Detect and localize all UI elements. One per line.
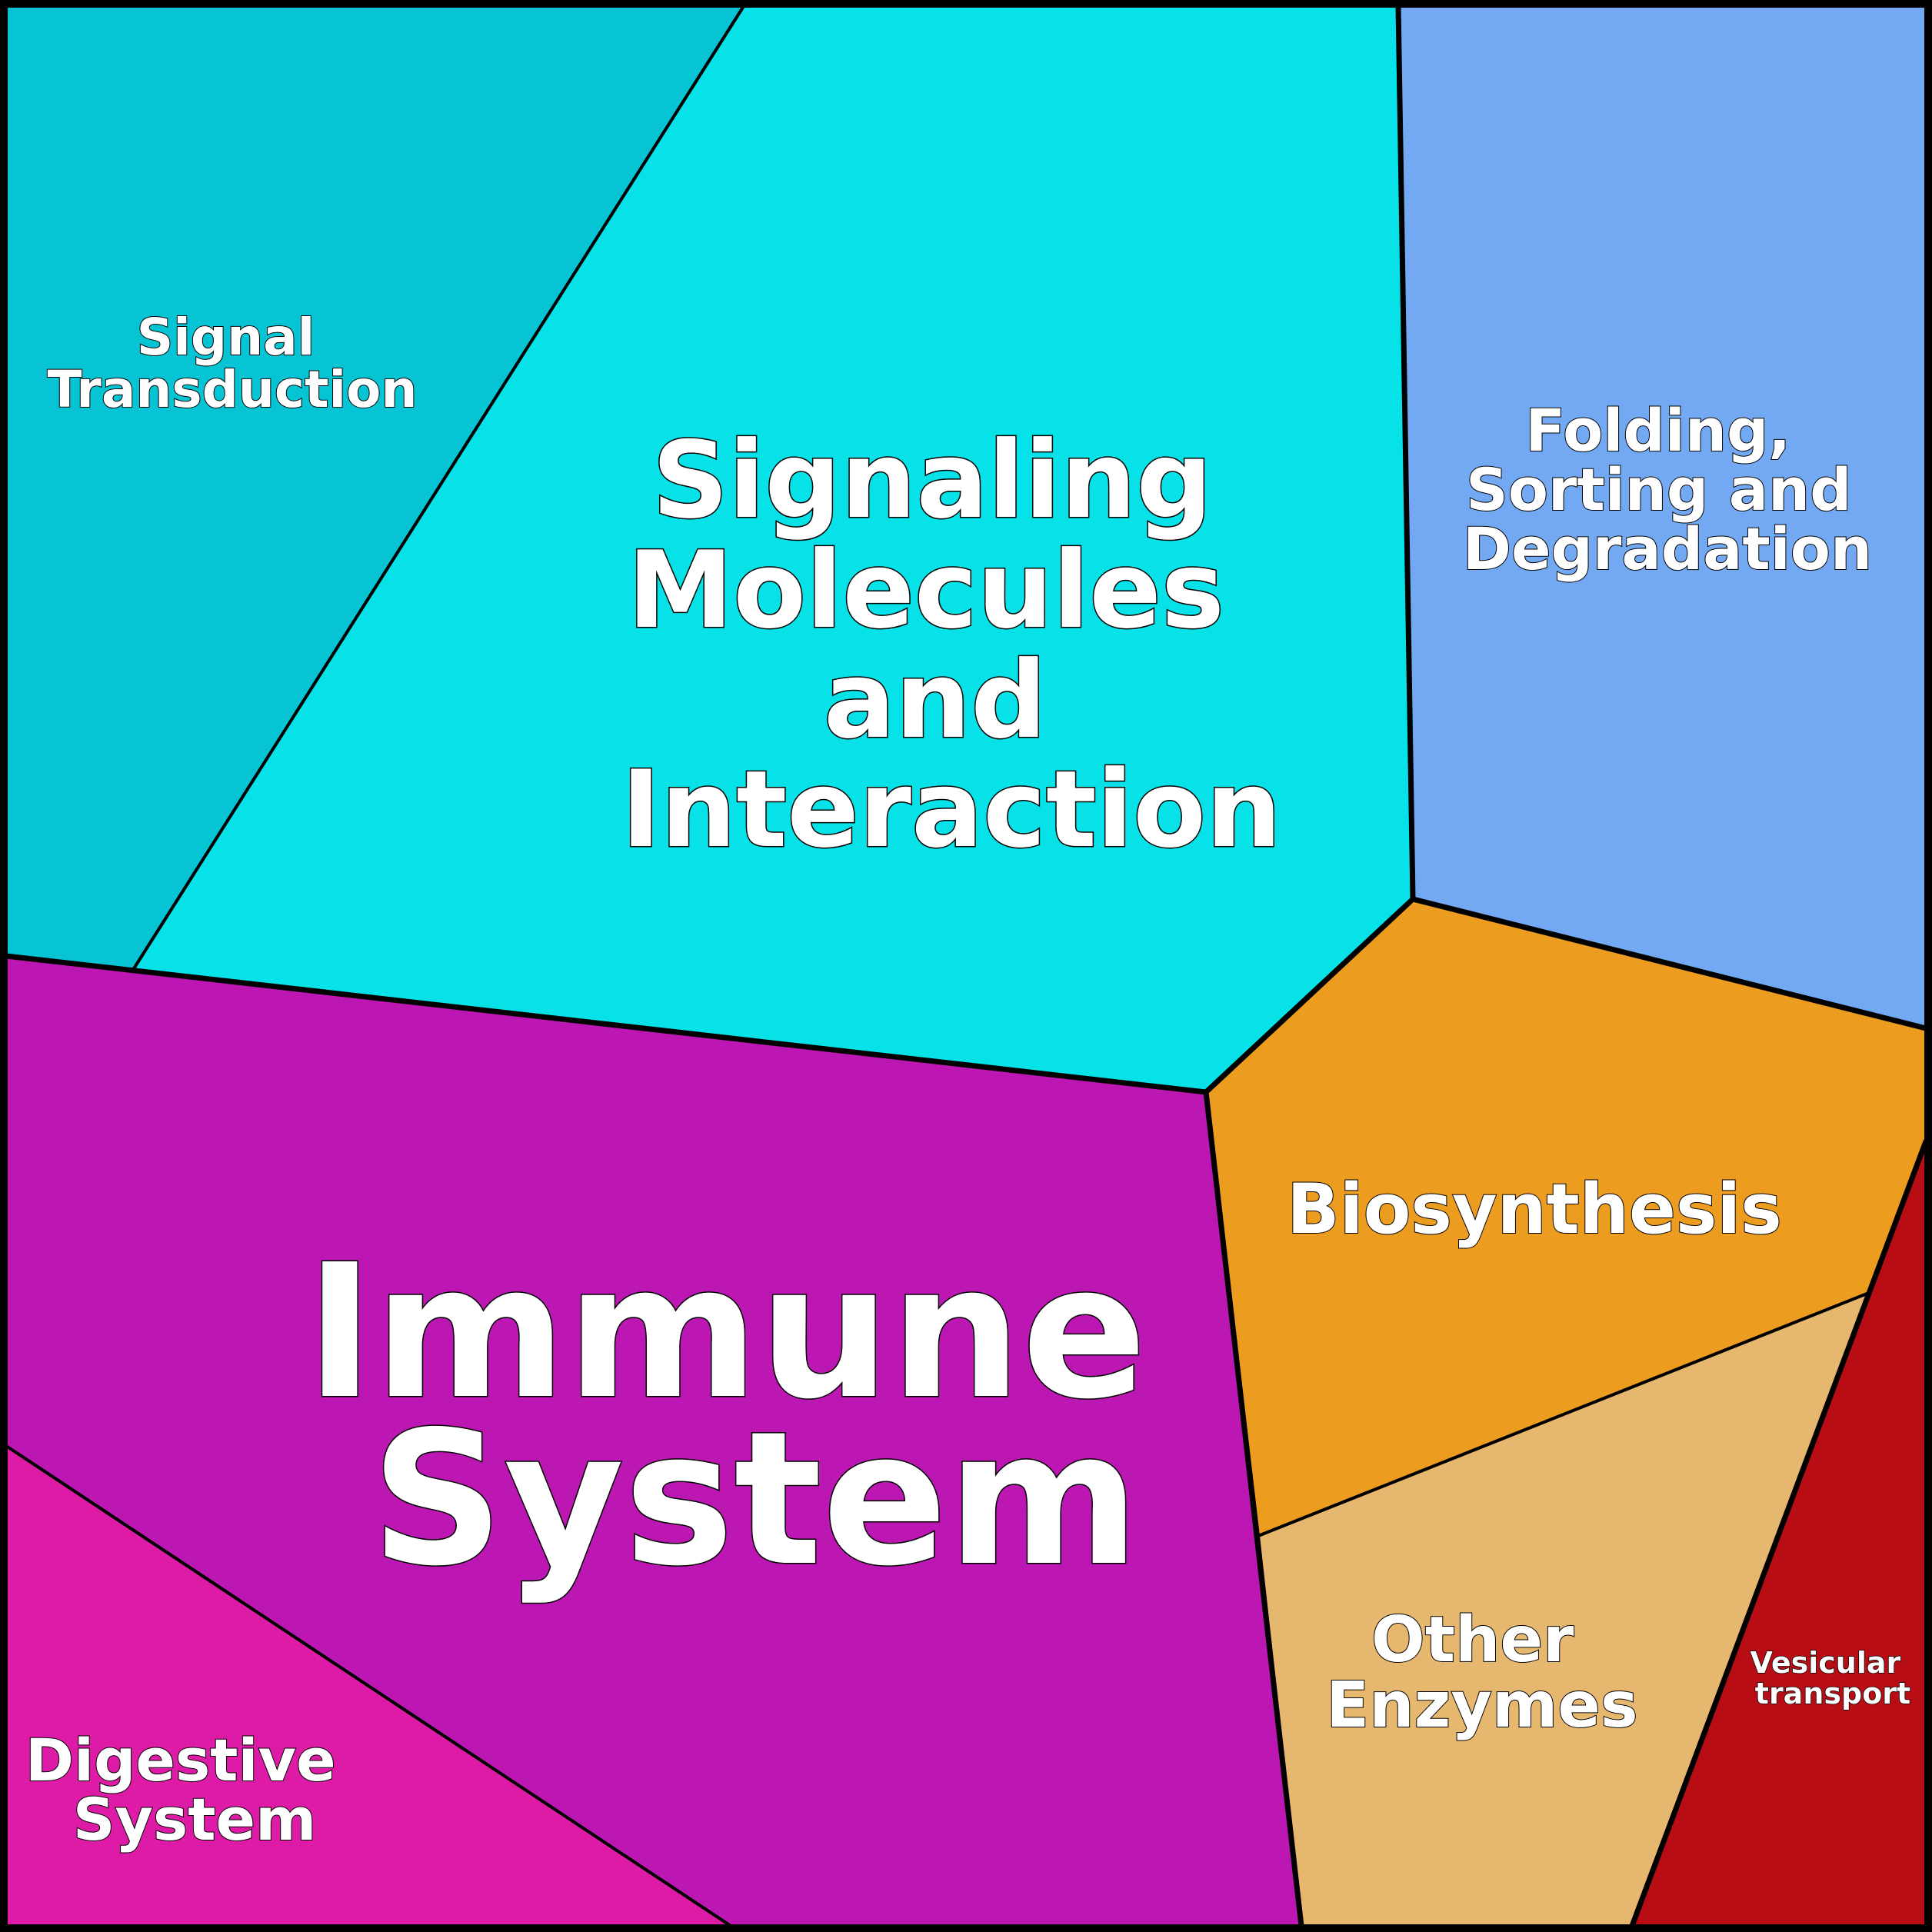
cell-digestive-system[interactable]: Digestive System bbox=[5, 1444, 732, 1927]
cell-label: Biosynthesis bbox=[1287, 1169, 1782, 1250]
cell-label: Folding, Sorting and Degradation bbox=[1463, 396, 1872, 583]
cell-folding-sorting[interactable]: Folding, Sorting and Degradation bbox=[1397, 5, 1927, 1030]
boundary-line bbox=[1410, 896, 1929, 1031]
cell-label: Digestive System bbox=[25, 1726, 356, 1854]
cell-label: Signal Transduction bbox=[48, 308, 418, 419]
boundary-line bbox=[1203, 1089, 1304, 1929]
cell-label: Other Enzymes bbox=[1326, 1604, 1637, 1742]
cell-signal-transduction[interactable]: Signal Transduction bbox=[5, 5, 745, 971]
cell-immune-system[interactable]: Immune System bbox=[5, 954, 1303, 1927]
cell-label: Signaling Molecules and Interaction bbox=[621, 418, 1281, 871]
cell-label: Immune System bbox=[305, 1224, 1211, 1607]
cell-biosynthesis[interactable]: Biosynthesis bbox=[1204, 898, 1927, 1537]
cell-other-enzymes[interactable]: Other Enzymes bbox=[1257, 1291, 1870, 1927]
boundary-line bbox=[3, 3, 1416, 1095]
cell-signaling-molecules[interactable]: Signaling Molecules and Interaction bbox=[132, 5, 1414, 1094]
cell-boundaries bbox=[3, 3, 1929, 1929]
boundary-line bbox=[1629, 1138, 1929, 1929]
cell-label: Vesicular transport bbox=[1750, 1646, 1911, 1710]
